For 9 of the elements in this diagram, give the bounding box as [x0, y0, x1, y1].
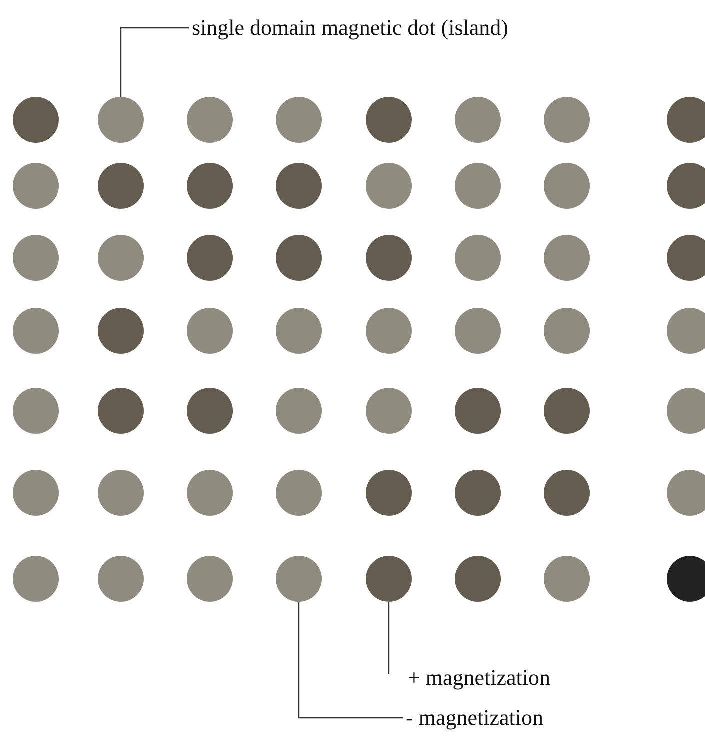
- callout-label: + magnetization: [408, 665, 551, 690]
- callout-label: - magnetization: [406, 705, 544, 730]
- callout-label: single domain magnetic dot (island): [192, 15, 508, 40]
- magnetic-dot: [276, 556, 322, 602]
- leader-line: [120, 27, 189, 97]
- magnetic-dot: [98, 97, 144, 143]
- leader-line: [388, 602, 390, 674]
- magnetic-dot: [366, 556, 412, 602]
- leader-line: [298, 602, 403, 719]
